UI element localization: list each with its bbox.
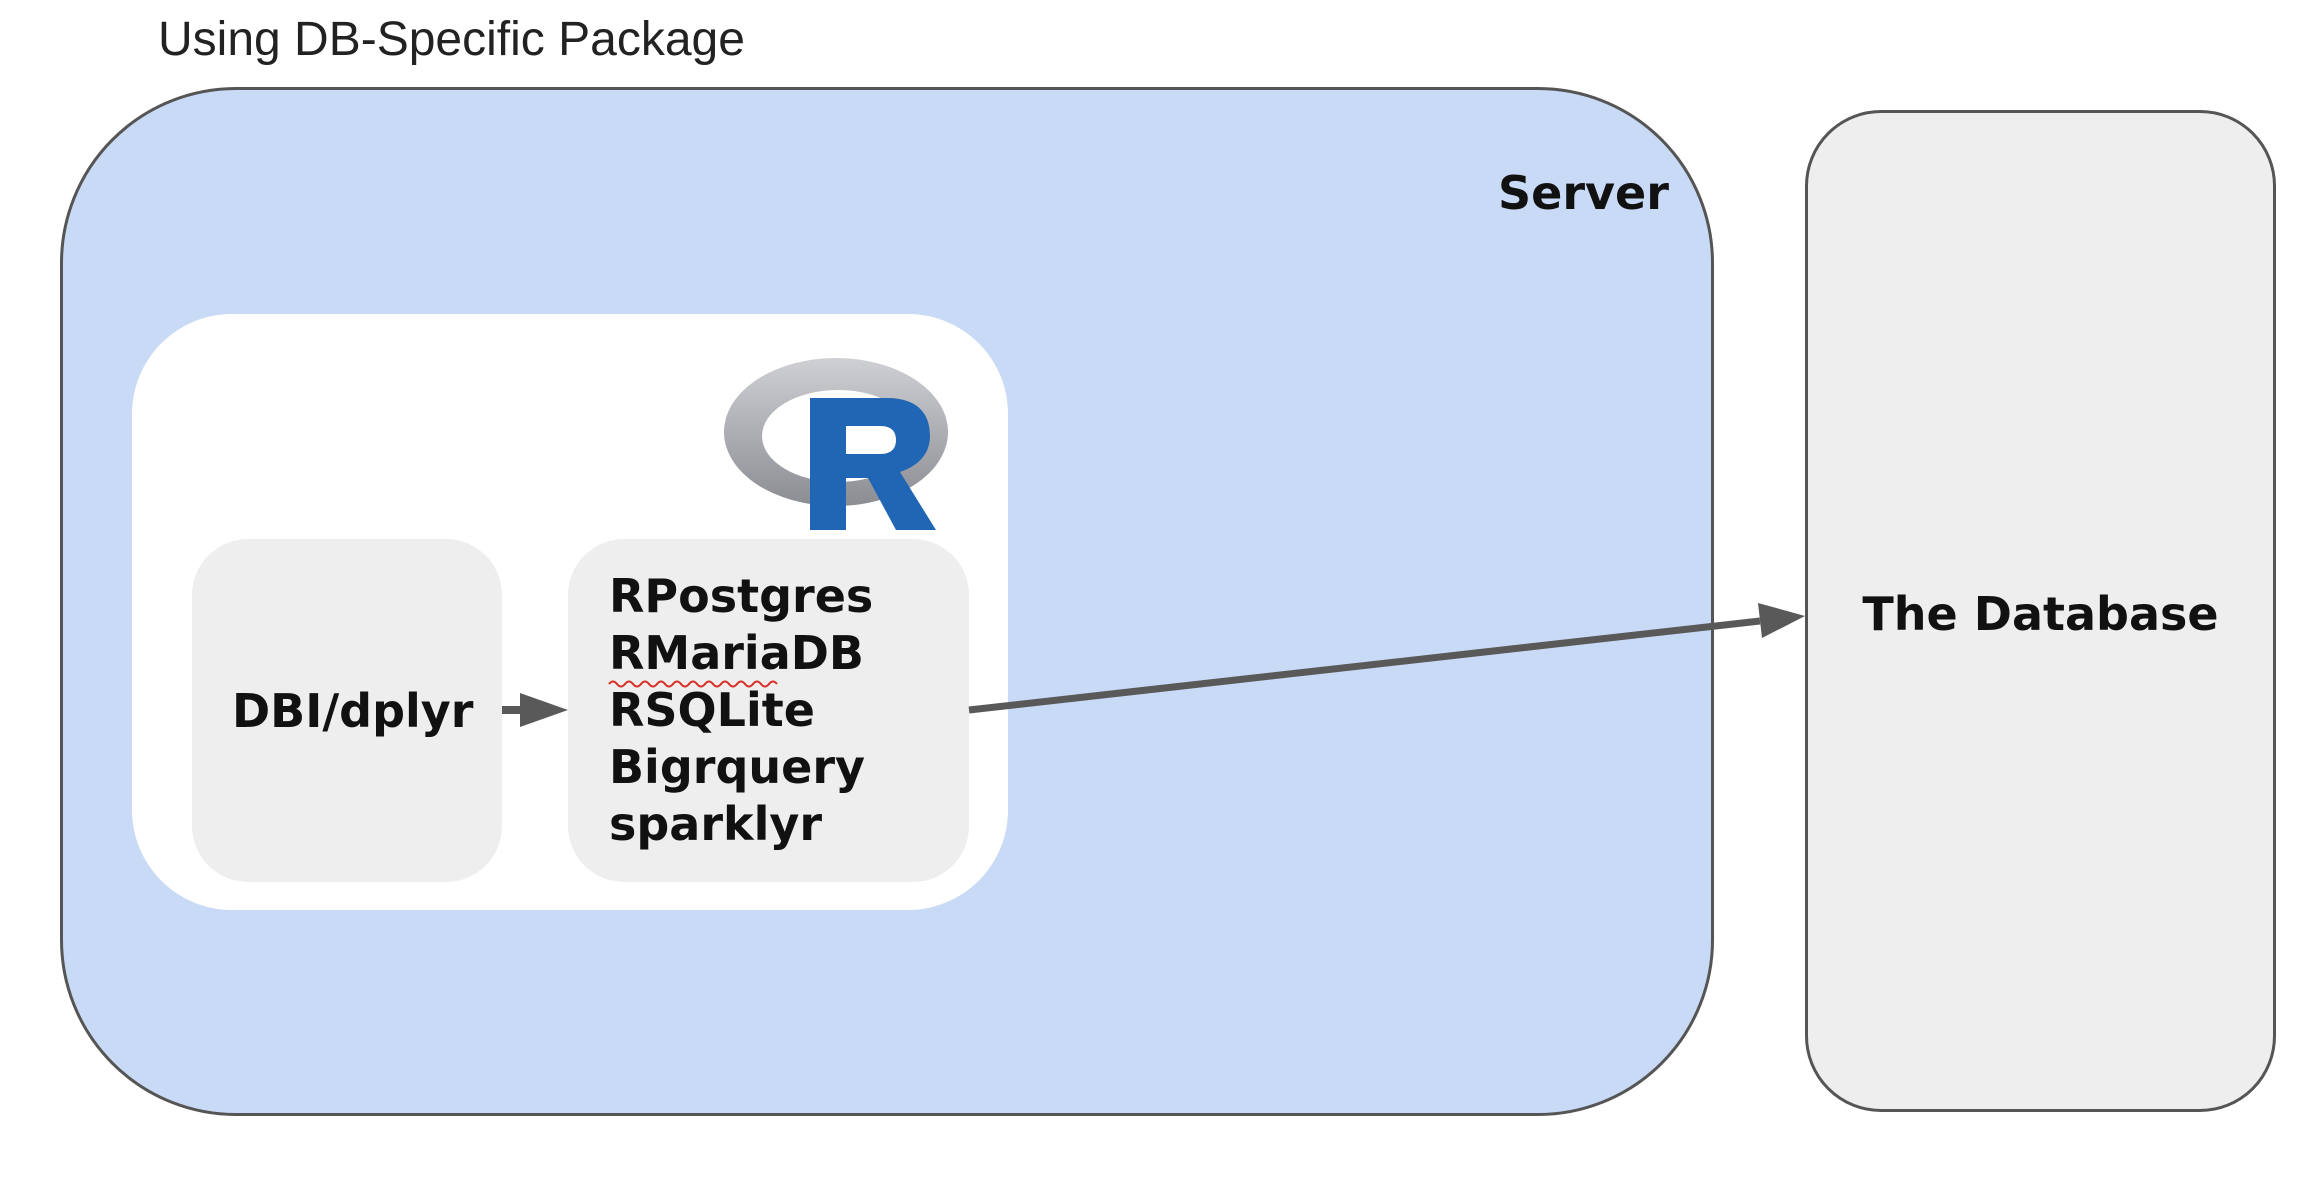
dbi-package-label: DBI/dplyr (232, 684, 474, 738)
database-box (1805, 110, 2276, 1112)
arrow-drivers-to-database (968, 617, 1761, 714)
driver-package-list: RPostgres RMariaDB RSQLite Bigrquery spa… (609, 568, 873, 853)
driver-packages-box (568, 539, 969, 882)
r-logo-icon (724, 358, 948, 530)
dbi-package-box (192, 539, 502, 882)
driver-package-item: RPostgres (609, 569, 874, 623)
arrowhead-dbi-to-drivers (520, 693, 568, 727)
driver-package-item: RMariaDB (609, 626, 864, 680)
driver-package-item: sparklyr (609, 797, 823, 851)
server-label: Server (1498, 166, 1669, 220)
driver-package-item: Bigrquery (609, 740, 865, 794)
driver-package-item: RSQLite (609, 683, 815, 737)
database-label: The Database (1862, 587, 2219, 641)
diagram-title: Using DB-Specific Package (158, 13, 745, 66)
spellcheck-underline (608, 680, 778, 688)
arrowhead-drivers-to-database (1758, 603, 1805, 638)
